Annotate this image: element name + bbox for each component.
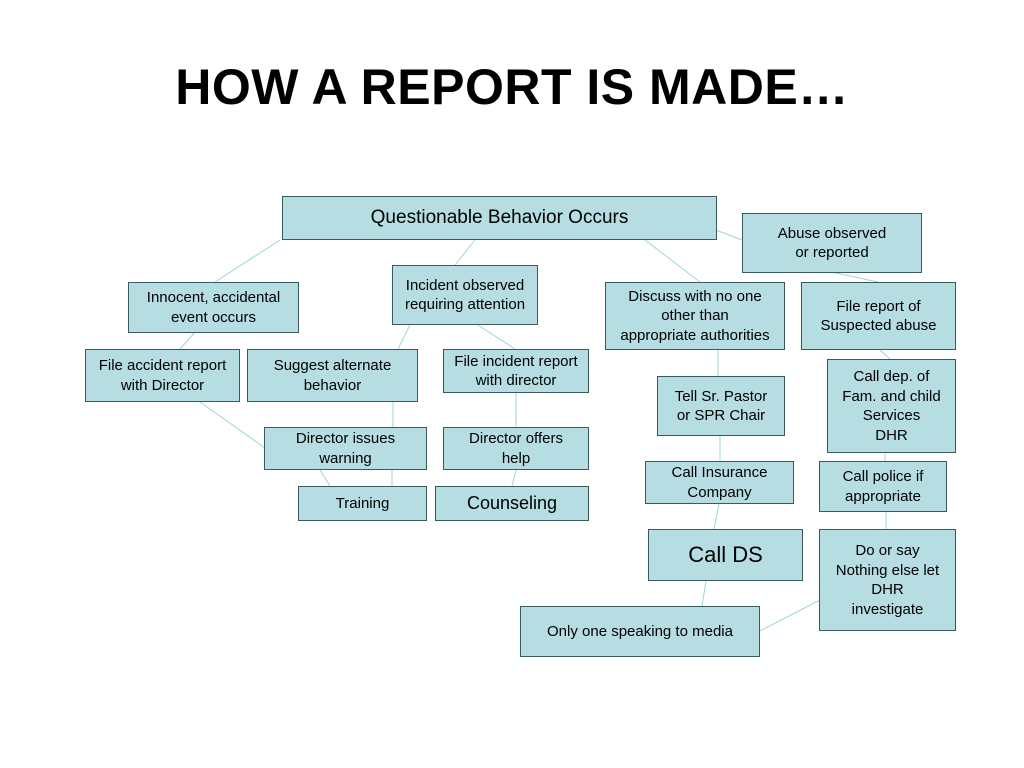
node-director-issues-warning: Director issues warning	[264, 427, 427, 470]
node-incident-observed: Incident observed requiring attention	[392, 265, 538, 325]
connector-callds-media	[701, 580, 707, 607]
connector-innocent-fileaccident	[179, 331, 196, 350]
node-label: Innocent, accidental event occurs	[146, 289, 281, 326]
node-label: Questionable Behavior Occurs	[370, 206, 629, 228]
connector-filereport-calldep	[879, 349, 891, 360]
node-call-ds: Call DS	[648, 529, 803, 581]
node-label: Suggest alternate behavior	[273, 357, 392, 394]
node-label: Director issues warning	[295, 430, 396, 467]
node-file-incident-report: File incident report with director	[443, 349, 589, 393]
node-label: Call dep. of Fam. and child Services DHR	[842, 368, 941, 444]
page-title: HOW A REPORT IS MADE…	[175, 59, 849, 115]
node-label: Incident observed requiring attention	[404, 276, 526, 314]
node-training: Training	[298, 486, 427, 521]
node-counseling: Counseling	[435, 486, 589, 521]
node-suggest-alternate: Suggest alternate behavior	[247, 349, 418, 402]
connector-help-counseling	[511, 469, 517, 487]
node-file-report-abuse: File report of Suspected abuse	[801, 282, 956, 350]
node-abuse-observed: Abuse observed or reported	[742, 213, 922, 273]
node-label: Abuse observed or reported	[777, 224, 887, 262]
node-discuss-authorities: Discuss with no one other than appropria…	[605, 282, 785, 350]
node-label: Call Insurance Company	[671, 464, 768, 501]
node-label: File incident report with director	[454, 352, 578, 390]
node-do-or-say-nothing: Do or say Nothing else let DHR investiga…	[819, 529, 956, 631]
connector-incident-fileincident	[477, 324, 516, 350]
connector-doorsay-media	[759, 599, 821, 632]
node-questionable-behavior: Questionable Behavior Occurs	[282, 196, 717, 240]
connector-incident-suggest	[397, 324, 411, 350]
node-only-one-speaking-media: Only one speaking to media	[520, 606, 760, 657]
node-call-dep-fam-child: Call dep. of Fam. and child Services DHR	[827, 359, 956, 453]
node-tell-sr-pastor: Tell Sr. Pastor or SPR Chair	[657, 376, 785, 436]
connector-root-abuse	[715, 229, 743, 241]
node-label: Training	[335, 494, 390, 512]
connector-warning-training	[319, 469, 331, 487]
node-label: Tell Sr. Pastor or SPR Chair	[674, 387, 768, 425]
node-label: Do or say Nothing else let DHR investiga…	[835, 542, 940, 618]
node-label: Call police if appropriate	[842, 468, 924, 505]
node-label: Call DS	[688, 541, 763, 567]
node-call-police: Call police if appropriate	[819, 461, 947, 512]
connector-insurance-callds	[713, 503, 720, 530]
connector-root-incident	[454, 239, 476, 266]
node-file-accident-report: File accident report with Director	[85, 349, 240, 402]
connector-root-innocent	[214, 239, 281, 283]
node-innocent-accidental: Innocent, accidental event occurs	[128, 282, 299, 333]
node-label: File accident report with Director	[98, 357, 227, 394]
connector-abuse-filereport	[830, 271, 879, 283]
node-label: Only one speaking to media	[547, 622, 733, 640]
node-label: Counseling	[466, 492, 558, 513]
node-label: Discuss with no one other than appropria…	[620, 287, 770, 344]
node-label: Director offers help	[469, 430, 563, 467]
node-call-insurance: Call Insurance Company	[645, 461, 794, 504]
connector-root-discuss	[644, 239, 701, 283]
connector-fileaccident-warning	[199, 401, 266, 449]
node-director-offers-help: Director offers help	[443, 427, 589, 470]
node-label: File report of Suspected abuse	[820, 297, 937, 335]
